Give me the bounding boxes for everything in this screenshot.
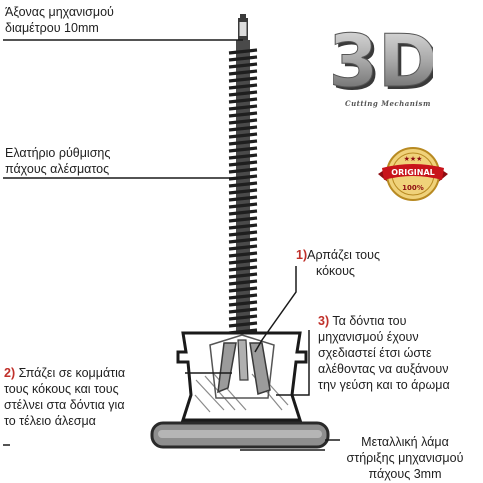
spring-coil bbox=[228, 62, 258, 69]
spring-coil bbox=[228, 90, 258, 97]
original-seal: ORIGINAL 100% ★★★ bbox=[378, 147, 448, 201]
spring-coil bbox=[228, 300, 258, 307]
logo-mark: 3D bbox=[333, 19, 433, 103]
spring-coil bbox=[228, 209, 258, 216]
spring-coil bbox=[228, 48, 258, 55]
seal-stars: ★★★ bbox=[404, 155, 423, 163]
grab-label-line: κόκους bbox=[316, 264, 355, 278]
axis-label-line: διαμέτρου 10mm bbox=[5, 21, 99, 35]
axis-label-line: Άξονας μηχανισμού bbox=[5, 5, 114, 19]
step-number: 3) bbox=[318, 314, 330, 328]
spring-coil bbox=[228, 314, 258, 321]
axis-label: Άξονας μηχανισμού διαμέτρου 10mm bbox=[5, 4, 114, 36]
split-label-line: τους κόκους και τους bbox=[4, 382, 119, 396]
spring-coil bbox=[228, 272, 258, 279]
split-label-line: Σπάζει σε κομμάτια bbox=[18, 366, 126, 380]
spring-coil bbox=[228, 69, 258, 76]
spring-label-line: πάχους αλέσματος bbox=[5, 162, 110, 176]
spring-coil bbox=[228, 258, 258, 265]
step-number: 2) bbox=[4, 366, 16, 380]
spring-coil bbox=[228, 55, 258, 62]
plate-label: Μεταλλική λάμα στήριξης μηχανισμού πάχου… bbox=[330, 434, 480, 482]
spring-coil bbox=[228, 286, 258, 293]
spring-coil bbox=[228, 125, 258, 132]
spring-coil bbox=[228, 132, 258, 139]
3d-logo: 3D 3D bbox=[333, 19, 433, 107]
spring-coil bbox=[228, 265, 258, 272]
split-label-line: το τέλειο άλεσμα bbox=[4, 414, 96, 428]
grab-label-line: Αρπάζει τους bbox=[307, 248, 380, 262]
plate-label-line: πάχους 3mm bbox=[368, 467, 442, 481]
support-plate bbox=[150, 421, 330, 449]
spring-coil bbox=[228, 83, 258, 90]
spring-coil bbox=[228, 188, 258, 195]
spring-coil bbox=[228, 139, 258, 146]
spring-coil bbox=[228, 279, 258, 286]
burr-housing bbox=[176, 331, 308, 422]
spring-coil bbox=[228, 202, 258, 209]
teeth-label-line: αλέθοντας να αυξάνουν bbox=[318, 362, 449, 376]
step-number: 1) bbox=[296, 248, 308, 262]
leader-lines bbox=[3, 39, 340, 451]
spring-coil bbox=[228, 160, 258, 167]
teeth-label: 3) Τα δόντια του μηχανισμού έχουν σχεδια… bbox=[318, 313, 450, 393]
spring-label-line: Ελατήριο ρύθμισης bbox=[5, 146, 111, 160]
spring-coils bbox=[228, 48, 258, 335]
spring-coil bbox=[228, 104, 258, 111]
spring-coil bbox=[228, 111, 258, 118]
spring-coil bbox=[228, 230, 258, 237]
spring-coil bbox=[228, 321, 258, 328]
spring-coil bbox=[228, 181, 258, 188]
spring-coil bbox=[228, 216, 258, 223]
spring-coil bbox=[228, 244, 258, 251]
split-label-line: στέλνει στα δόντια για bbox=[4, 398, 125, 412]
spring-coil bbox=[228, 97, 258, 104]
logo-shadow: 3D bbox=[333, 22, 433, 106]
spring-coil bbox=[228, 146, 258, 153]
spring-coil bbox=[228, 118, 258, 125]
teeth-label-line: Τα δόντια του bbox=[332, 314, 407, 328]
seal-bottom-text: 100% bbox=[402, 184, 424, 192]
teeth-label-line: την γεύση και το άρωμα bbox=[318, 378, 450, 392]
spring-coil bbox=[228, 223, 258, 230]
spring-coil bbox=[228, 251, 258, 258]
spring-coil bbox=[228, 293, 258, 300]
spring-coil bbox=[228, 307, 258, 314]
spring-coil bbox=[228, 76, 258, 83]
spring-coil bbox=[228, 153, 258, 160]
split-label: 2) Σπάζει σε κομμάτια τους κόκους και το… bbox=[4, 365, 125, 429]
grab-label: 1)Αρπάζει τους κόκους bbox=[296, 247, 380, 279]
plate-label-line: στήριξης μηχανισμού bbox=[346, 451, 464, 465]
logo-subtitle: Cutting Mechanism bbox=[345, 99, 431, 108]
teeth-label-line: σχεδιαστεί έτσι ώστε bbox=[318, 346, 432, 360]
spring-coil bbox=[228, 167, 258, 174]
seal-top-text: ORIGINAL bbox=[391, 168, 434, 177]
spring-label: Ελατήριο ρύθμισης πάχους αλέσματος bbox=[5, 145, 110, 177]
teeth-label-line: μηχανισμού έχουν bbox=[318, 330, 419, 344]
spring-coil bbox=[228, 195, 258, 202]
plate-label-line: Μεταλλική λάμα bbox=[361, 435, 449, 449]
spring-coil bbox=[228, 237, 258, 244]
